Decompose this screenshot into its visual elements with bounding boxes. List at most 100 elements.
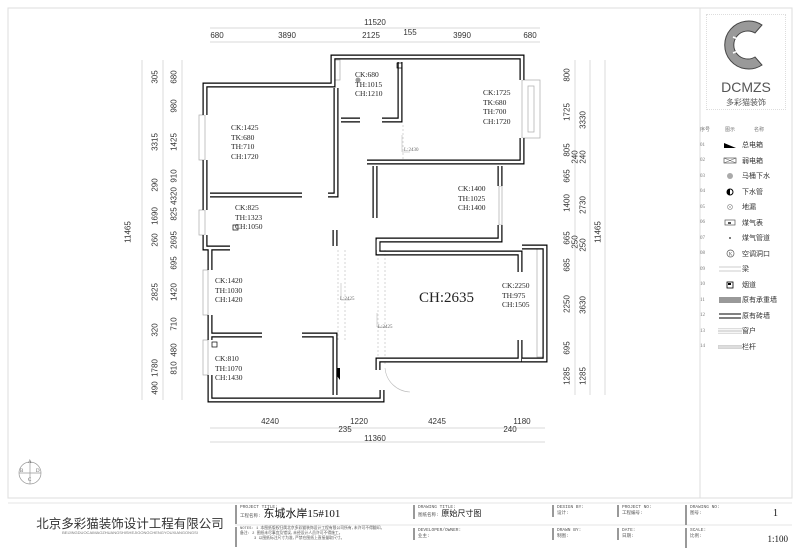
electric-box-icon [337,368,340,380]
label: PROJECT TITLE: [240,505,278,510]
north-letter-c: C [28,478,32,483]
dim-bottom-sub: 240 [503,425,517,434]
wall-inner [203,235,230,250]
dim-left: 1420 [169,283,179,301]
dim-left: 1780 [150,359,160,377]
label: 日期: [622,534,634,539]
room-dim: CK:2250 [502,281,530,290]
legend-name: 梁 [742,265,749,274]
label: SCALE: [690,528,707,533]
legend-row-brick-wall: 12 原有砖墙 [700,308,792,324]
room-dim: TH:1030 [215,285,243,295]
window-icon [718,328,742,335]
room-dim: TH:975 [502,290,526,300]
dim-left-total: 11465 [123,221,133,243]
drain-pipe-icon [718,188,742,196]
dim-left: 3315 [150,133,160,151]
brick-wall-icon [718,313,742,319]
company-name: 北京多彩猫装饰设计工程有限公司 [36,517,224,531]
logo: DCMZS 多彩猫装饰 [706,14,786,110]
label: 图号: [690,511,702,516]
label: DRAWING TITLE: [418,505,456,510]
legend-name: 窗户 [742,327,756,336]
gas-meter-icon [718,219,742,226]
dim-left: 2825 [150,283,160,301]
legend-name: 原有砖墙 [742,311,770,320]
wall [302,332,338,395]
dim-left: 2695 [169,231,179,249]
room-dim: CK:1420 [215,276,243,285]
room-dim: CH:1720 [483,116,511,126]
room-dim: CH:1210 [355,89,383,98]
developer-cell: DEVELOPER/OWNER:业主: [413,528,528,540]
legend-name: 原有承重墙 [742,296,777,305]
legend-no: 12 [700,313,705,319]
project-title: 东城水岸15#101 [263,508,341,520]
railing-icon [718,344,742,350]
dim-right: 2250 [562,295,572,313]
date-cell: DATE:日期: [617,528,636,540]
room-dim: CH:1050 [235,222,263,231]
label: DRAWING NO: [690,505,720,510]
legend-header-icon: 图示 [724,128,735,134]
legend-name: 地漏 [742,203,756,212]
room-dim: CK:825 [235,203,259,212]
beam-label: L:2425 [378,325,393,330]
legend-name: 煤气表 [742,218,763,227]
wall-inner [382,62,402,122]
scale: 1:100 [767,534,788,544]
company-pinyin: BEIJINGDUOCAIMAOZHUANGSHISHEJIGONGCHENGY… [62,530,198,535]
logo-subtitle: 多彩猫装饰 [726,98,766,107]
dim-top: 680 [210,31,224,40]
dim-bottom-total: 11360 [364,434,386,443]
legend-name: 总电箱 [742,141,763,150]
drawn-by-cell: DRAWN BY:制图: [552,528,581,540]
room-dim: TH:1323 [235,212,263,222]
drawing-no-cell: DRAWING NO:图号: 1 [685,505,790,525]
door-swing [384,367,411,393]
dim-bottom: 4245 [428,417,446,426]
label: 图纸名称: [418,513,439,518]
note: 2 图纸未尽事宜及错误,未经设计人员许可不得施工。 [252,532,343,536]
logo-c-icon [724,20,763,70]
legend-no: 10 [700,282,705,288]
north-letter-d: D [36,469,40,474]
room-dim: CH:1430 [215,373,243,382]
dim-bottom: 1180 [513,417,531,426]
dim-left: 290 [150,178,160,192]
legend-row-railing: 14 栏杆 [700,339,792,355]
dim-left: 695 [169,256,179,270]
wall-inner [208,375,384,402]
note: 1 本图纸版权归属北京多彩猫装饰设计工程有限公司所有,未许可不得翻印。 [255,527,385,531]
room-dim: CK:680 [355,70,379,79]
room-dim: TH:1025 [458,193,486,203]
dim-right: 3630 [578,296,588,314]
dim-right: 1285 [562,367,572,385]
dim-left: 710 [169,317,179,331]
drawing-title-cell: DRAWING TITLE: 图纸名称: 原始尺寸图 [413,505,528,519]
note: 3 以图纸标注尺寸为准,严禁在图纸上直接量取尺寸。 [254,537,345,541]
room-dim: CH:1720 [231,151,259,161]
legend-no: 14 [700,344,705,350]
wall-inner [367,138,524,164]
dim-right: 2730 [578,196,588,214]
legend-name: 烟道 [742,280,756,289]
dim-bottom-sub: 235 [338,425,352,434]
legend-no: 03 [700,173,705,179]
dim-right: 250 [578,238,588,252]
room-dim: CH:1505 [502,300,530,309]
room-dim: TK:680 [483,97,507,107]
dim-left: 480 [169,343,179,357]
beam-icon [718,266,742,272]
legend-name: 栏杆 [742,342,756,351]
